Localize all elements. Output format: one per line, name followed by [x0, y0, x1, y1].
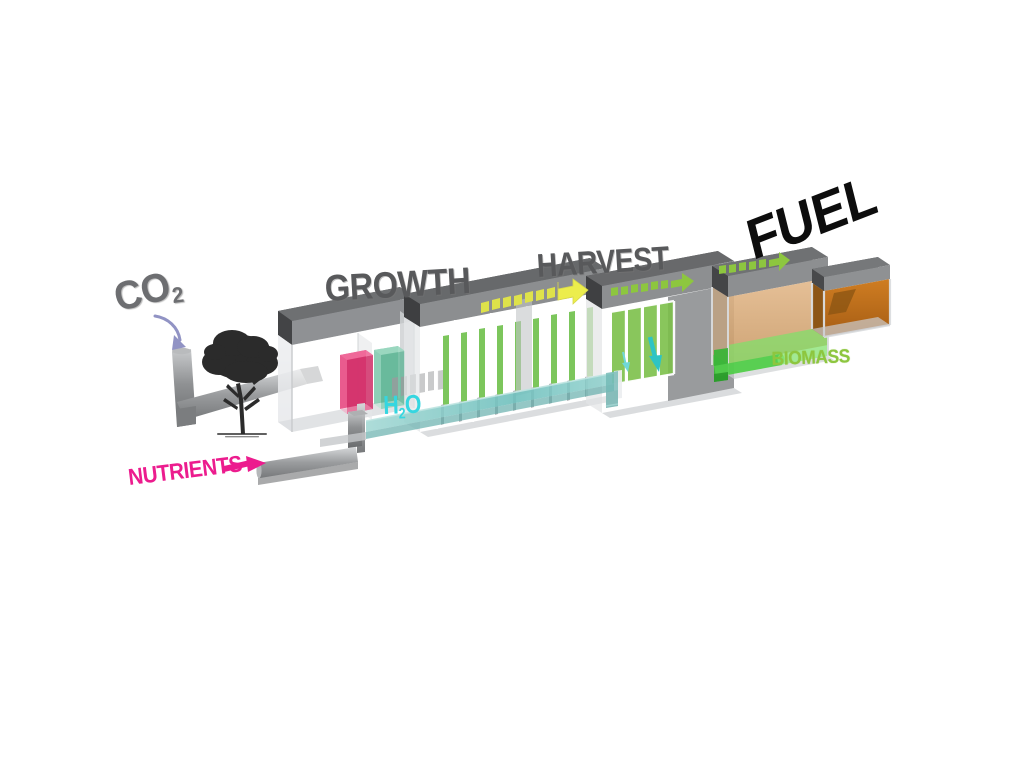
label-biomass: BIOMASS — [771, 346, 851, 371]
photobioreactor-hall — [404, 258, 614, 437]
label-growth: GROWTH — [323, 259, 472, 310]
water-return-channel — [365, 371, 619, 439]
arrow-harvest-to-fuel — [719, 252, 790, 274]
fuel-tank — [810, 257, 892, 339]
arrow-nutrients-right — [223, 456, 266, 472]
lower-duct — [320, 432, 366, 447]
water-tank — [374, 346, 405, 409]
nutrient-tank — [340, 350, 373, 414]
arrow-harvest-down — [622, 336, 662, 372]
label-harvest: HARVEST — [535, 239, 670, 285]
label-h2o: H2O — [382, 388, 422, 423]
biomass-output-pipe — [714, 348, 785, 382]
arrow-harvest-forward — [611, 273, 694, 296]
arrow-co2-down — [153, 314, 186, 350]
tree-silhouette — [202, 330, 278, 438]
arrow-growth-to-harvest — [481, 278, 589, 313]
